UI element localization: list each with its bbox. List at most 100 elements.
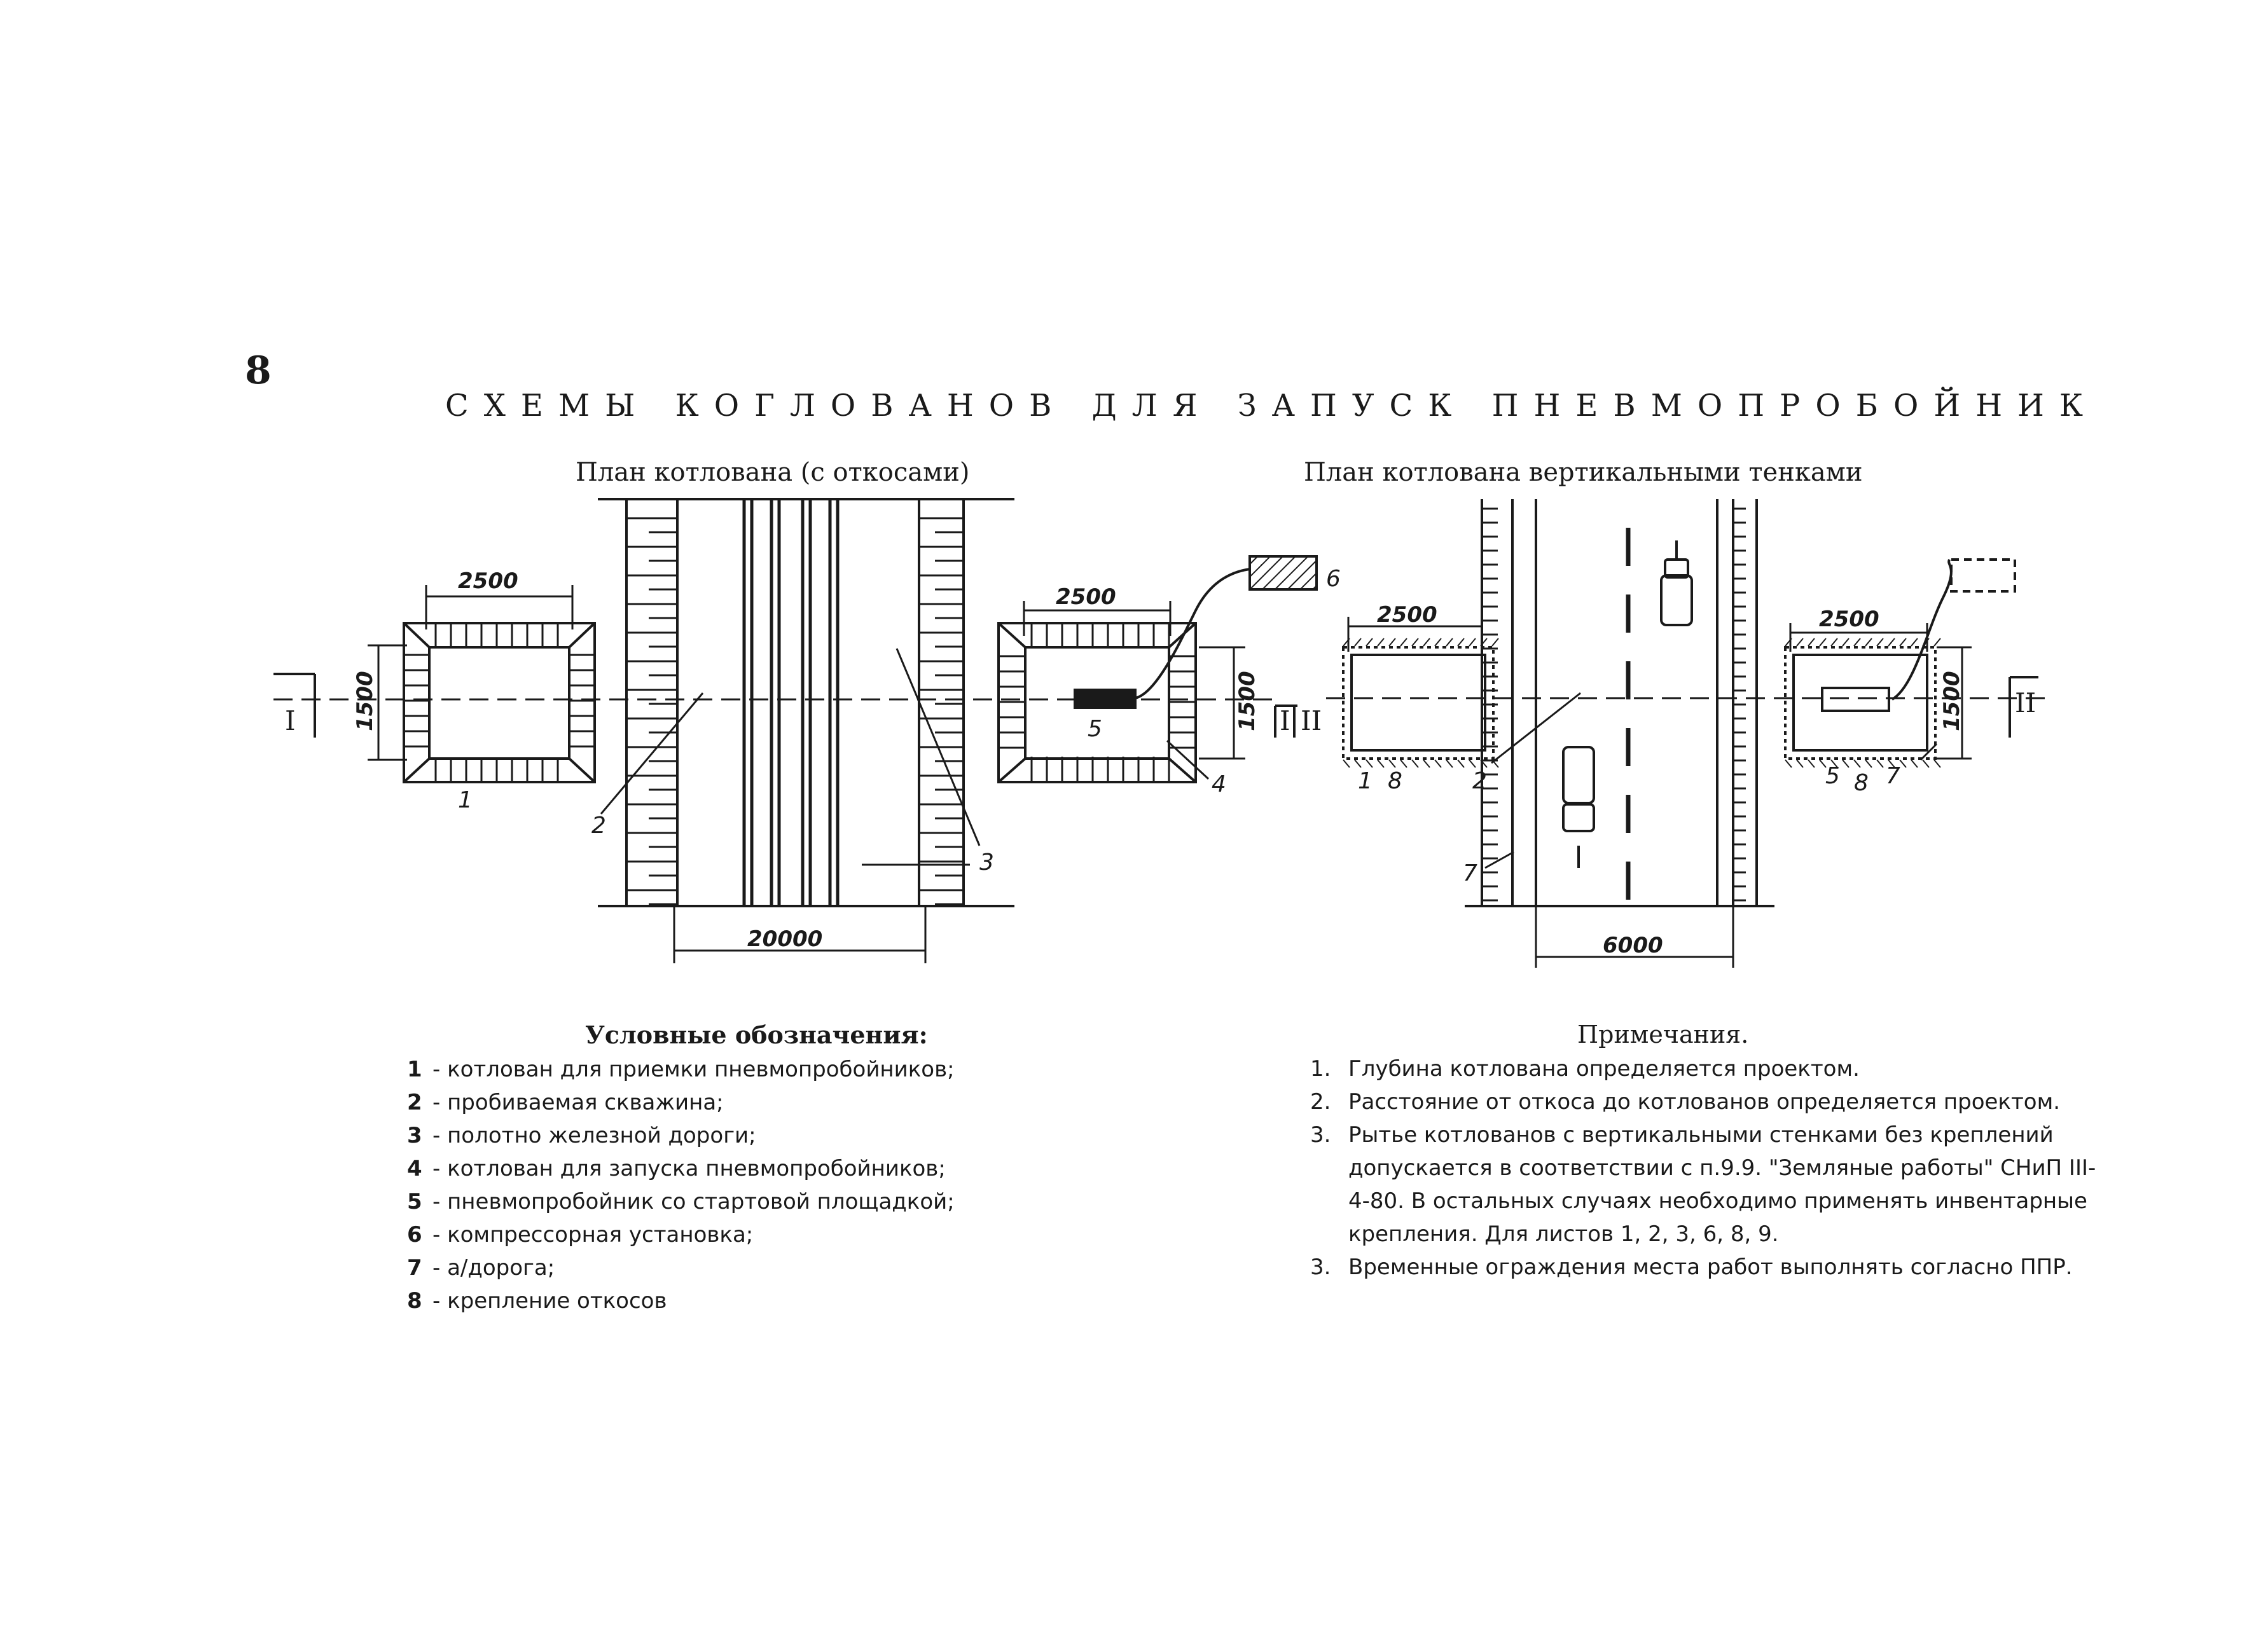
note-number: 2. bbox=[1310, 1089, 1331, 1115]
drawing-title: СХЕМЫ КОГЛОВАНОВ ДЛЯ ЗАПУСК ПНЕВМОПРОБОЙ… bbox=[445, 388, 2099, 423]
launch-pit-right-hatch-top bbox=[1796, 638, 1804, 647]
dim-2500-launch-right: 2500 bbox=[1819, 607, 1879, 632]
right-plan-title: План котлована вертикальными тенками bbox=[1304, 458, 1863, 487]
dimension-lines-right bbox=[1347, 617, 1972, 968]
legend-item: 2 - пробиваемая скважина; bbox=[407, 1086, 1170, 1119]
note-item: 2.Расстояние от откоса до котлованов опр… bbox=[1310, 1085, 2099, 1118]
note-text: Временные ограждения места работ выполня… bbox=[1348, 1254, 2073, 1280]
callout-7: 7 bbox=[1463, 860, 1477, 886]
left-plan-title: План котлована (с откосами) bbox=[576, 458, 970, 487]
receiving-pit-right-hatch-bottom bbox=[1434, 759, 1442, 768]
legend-item-text: - компрессорная установка; bbox=[432, 1222, 754, 1248]
legend-item: 7 - а/дорога; bbox=[407, 1251, 1170, 1284]
launch-pit-right-hatch-bottom bbox=[1888, 759, 1895, 768]
legend-item-number: 5 bbox=[407, 1189, 422, 1214]
receiving-pit-right-hatch-top bbox=[1457, 638, 1465, 647]
launch-pit-right-hatch-bottom bbox=[1911, 759, 1918, 768]
callout-8-right-b: 8 bbox=[1854, 770, 1869, 796]
section-marker-right bbox=[1293, 676, 2038, 738]
legend-item: 5 - пневмопробойник со стартовой площадко… bbox=[407, 1185, 1170, 1218]
launch-pit-right-hatch-bottom bbox=[1842, 759, 1850, 768]
legend-item-text: - полотно железной дороги; bbox=[432, 1123, 756, 1148]
callout-5-right: 5 bbox=[1825, 763, 1840, 789]
launch-pit-right-hatch-top bbox=[1808, 638, 1815, 647]
legend-item-number: 1 bbox=[407, 1057, 422, 1082]
launch-pit-right-hatch-bottom bbox=[1808, 759, 1815, 768]
legend-item: 4 - котлован для запуска пневмопробойнико… bbox=[407, 1152, 1170, 1185]
launch-pit-right bbox=[1784, 559, 1953, 760]
receiving-pit-right-hatch-top bbox=[1411, 638, 1419, 647]
launch-pit-right-hatch-top bbox=[1865, 638, 1872, 647]
launch-pit-left bbox=[997, 568, 1250, 783]
launch-pit-right-hatch-bottom bbox=[1853, 759, 1861, 768]
receiving-pit-right-hatch-bottom bbox=[1411, 759, 1419, 768]
dim-20000: 20000 bbox=[747, 926, 822, 952]
callout-2-left: 2 bbox=[591, 813, 606, 839]
receiving-pit-right-hatch-bottom bbox=[1423, 759, 1430, 768]
receiving-pit-right-hatch-bottom bbox=[1400, 759, 1407, 768]
launch-pit-right-hatch-bottom bbox=[1865, 759, 1872, 768]
dim-1500-launch-left: 1500 bbox=[1234, 671, 1260, 731]
legend-item-text: - крепление откосов bbox=[432, 1288, 667, 1314]
receiving-pit-right-hatch-top bbox=[1354, 638, 1362, 647]
page-number: 8 bbox=[245, 348, 272, 393]
receiving-pit-right-hatch-top bbox=[1491, 638, 1499, 647]
dim-2500-launch-left: 2500 bbox=[1056, 584, 1116, 610]
dim-1500-launch-right: 1500 bbox=[1939, 671, 1965, 731]
dim-2500-receiving-right: 2500 bbox=[1377, 602, 1437, 628]
legend-item-text: - котлован для приемки пневмопробойников… bbox=[432, 1057, 955, 1082]
launch-pit-right-hatch-bottom bbox=[1876, 759, 1884, 768]
receiving-pit-left bbox=[403, 622, 596, 783]
legend-item-text: - пневмопробойник со стартовой площадкой… bbox=[432, 1189, 955, 1214]
notes: Примечания. 1.Глубина котлована определя… bbox=[1310, 1021, 2099, 1284]
pneumatic-piercer-right bbox=[1821, 687, 1890, 712]
launch-pit-right-hatch-top bbox=[1819, 638, 1827, 647]
note-item: 3.Временные ограждения места работ выпол… bbox=[1310, 1251, 2099, 1284]
section-marker-left bbox=[273, 673, 1297, 738]
legend-item-number: 2 bbox=[407, 1090, 422, 1115]
callout-1-left: 1 bbox=[458, 787, 473, 813]
section-mark-I-center: I bbox=[1280, 705, 1290, 736]
legend-item-text: - а/дорога; bbox=[432, 1255, 555, 1281]
receiving-pit-right-hatch-bottom bbox=[1469, 759, 1476, 768]
launch-pit-right-hatch-bottom bbox=[1819, 759, 1827, 768]
railway-embankment bbox=[598, 498, 1014, 907]
legend-item: 3- полотно железной дороги; bbox=[407, 1119, 1170, 1152]
launch-pit-right-hatch-top bbox=[1911, 638, 1918, 647]
receiving-pit-right-hatch-top bbox=[1388, 638, 1396, 647]
note-item: 3. Рытье котлованов с вертикальными стенк… bbox=[1310, 1118, 2099, 1251]
leader-lines-left bbox=[600, 648, 1210, 866]
receiving-pit-right bbox=[1342, 646, 1495, 760]
dim-6000: 6000 bbox=[1603, 933, 1663, 958]
section-mark-II-right: II bbox=[2015, 687, 2036, 718]
callout-6: 6 bbox=[1326, 566, 1341, 592]
callout-2-right: 2 bbox=[1472, 768, 1487, 794]
launch-pit-right-hatch-bottom bbox=[1796, 759, 1804, 768]
launch-pit-right-hatch-top bbox=[1888, 638, 1895, 647]
callout-3: 3 bbox=[979, 849, 994, 876]
legend-item-text: - пробиваемая скважина; bbox=[432, 1090, 724, 1115]
note-number: 3. bbox=[1310, 1122, 1331, 1148]
receiving-pit-right-hatch-bottom bbox=[1446, 759, 1453, 768]
callout-5-left: 5 bbox=[1088, 716, 1102, 742]
receiving-pit-right-hatch-top bbox=[1377, 638, 1385, 647]
legend-item-number: 7 bbox=[407, 1255, 422, 1281]
notes-title: Примечания. bbox=[1577, 1021, 1749, 1048]
legend-item: 6- компрессорная установка; bbox=[407, 1218, 1170, 1251]
receiving-pit-right-hatch-top bbox=[1469, 638, 1476, 647]
legend-item-number: 4 bbox=[407, 1156, 422, 1181]
dim-2500-receiving-left: 2500 bbox=[458, 568, 518, 594]
callout-7-right: 7 bbox=[1886, 763, 1900, 789]
section-mark-I-left: I bbox=[285, 705, 296, 736]
launch-pit-right-hatch-top bbox=[1853, 638, 1861, 647]
launch-pit-right-hatch-top bbox=[1876, 638, 1884, 647]
note-text: Рытье котлованов с вертикальными стенкам… bbox=[1348, 1122, 2096, 1247]
compressor-unit-right bbox=[1950, 558, 2016, 593]
legend-item-text: - котлован для запуска пневмопробойников… bbox=[432, 1156, 946, 1181]
receiving-pit-right-hatch-top bbox=[1366, 638, 1373, 647]
receiving-pit-right-hatch-top bbox=[1400, 638, 1407, 647]
launch-pit-right-hatch-bottom bbox=[1922, 759, 1930, 768]
callout-4: 4 bbox=[1212, 771, 1226, 797]
dim-1500-receiving-left: 1500 bbox=[352, 671, 378, 731]
